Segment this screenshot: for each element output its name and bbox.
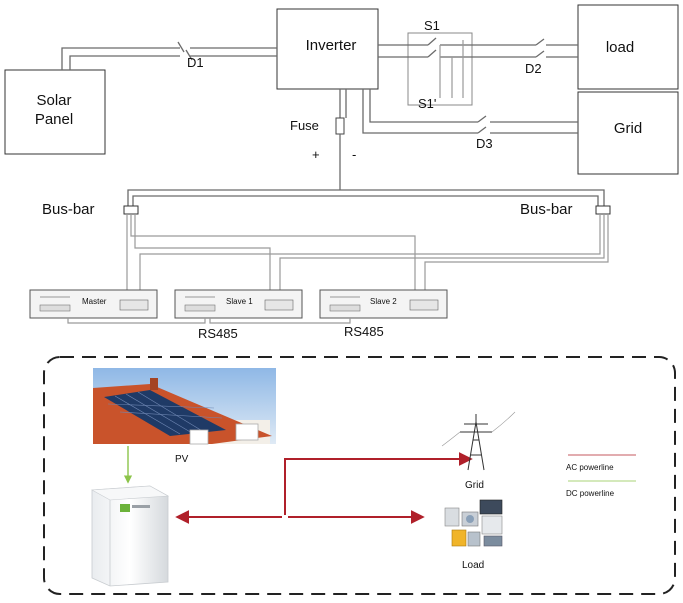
ac-power-lines xyxy=(175,452,473,524)
legend-ac-label: AC powerline xyxy=(566,463,614,472)
inverter-to-grid-wires xyxy=(362,89,578,134)
grid-tower-icon xyxy=(441,411,516,471)
busbar-right-symbol xyxy=(595,205,611,215)
switch-d2-label: D2 xyxy=(525,61,542,76)
dc-bus-wires xyxy=(127,89,605,206)
rs485-right-label: RS485 xyxy=(344,324,384,339)
load-appliances-icon xyxy=(444,499,503,547)
fuse-symbol xyxy=(335,117,345,135)
load-label: load xyxy=(606,39,634,56)
solar-panel-box xyxy=(4,69,106,155)
legend: AC powerline DC powerline xyxy=(566,454,636,498)
grid-overview-label: Grid xyxy=(465,480,484,491)
battery-slave-1: Slave 1 xyxy=(174,289,303,319)
fuse-label: Fuse xyxy=(290,118,319,133)
solar-to-inverter-wires xyxy=(61,41,277,70)
solar-panel-label-2: Panel xyxy=(35,111,73,128)
pv-house-illustration xyxy=(93,368,276,445)
busbar-left-symbol xyxy=(123,205,139,215)
rs485-wires xyxy=(67,318,351,324)
battery-slave-1-label: Slave 1 xyxy=(226,297,253,306)
negative-label: - xyxy=(352,147,356,162)
load-box xyxy=(577,4,679,90)
inverter-to-load-wires xyxy=(378,32,578,106)
solar-panel-label-1: Solar xyxy=(36,92,71,109)
busbar-left-label: Bus-bar xyxy=(42,201,95,218)
grid-label: Grid xyxy=(614,120,642,137)
load-overview-label: Load xyxy=(462,560,484,571)
legend-dc-label: DC powerline xyxy=(566,489,615,498)
busbar-right-label: Bus-bar xyxy=(520,201,573,218)
inverter-box xyxy=(276,8,379,90)
battery-master: Master xyxy=(29,289,158,319)
switch-d1-label: D1 xyxy=(187,55,204,70)
storage-cabinet-illustration xyxy=(90,485,170,587)
switch-d3-label: D3 xyxy=(476,136,493,151)
system-overview-frame xyxy=(43,356,676,595)
grid-box xyxy=(577,91,679,175)
positive-label: + xyxy=(312,147,320,162)
battery-slave-2: Slave 2 xyxy=(319,289,448,319)
battery-master-label: Master xyxy=(82,297,107,306)
switch-s1-label: S1 xyxy=(424,18,440,33)
pv-label: PV xyxy=(175,454,189,465)
busbar-to-battery-wires xyxy=(126,214,609,300)
battery-slave-2-label: Slave 2 xyxy=(370,297,397,306)
switch-s1-prime-label: S1' xyxy=(418,96,436,111)
inverter-label: Inverter xyxy=(306,37,357,54)
rs485-left-label: RS485 xyxy=(198,326,238,341)
